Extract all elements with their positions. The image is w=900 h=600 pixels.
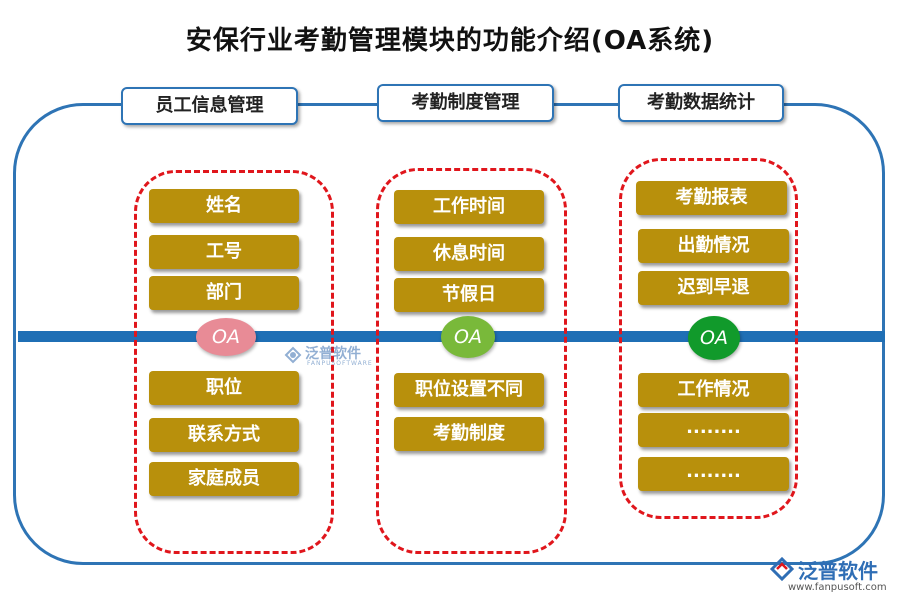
oa-badge-policy: OA [441, 316, 495, 358]
fanpu-logo-icon [284, 346, 302, 364]
item-attendance-status: 出勤情况 [638, 229, 789, 263]
fanpu-logo-icon [769, 556, 795, 582]
item-late-early-leave: 迟到早退 [638, 271, 789, 305]
group-employee-info [134, 170, 334, 554]
oa-badge-stats: OA [688, 316, 740, 360]
item-work-status: 工作情况 [638, 373, 789, 407]
item-ellipsis-1: ........ [638, 413, 789, 447]
item-attendance-policy: 考勤制度 [394, 417, 544, 451]
watermark-corner-name: 泛普软件 [798, 559, 878, 583]
header-attendance-stats: 考勤数据统计 [618, 84, 784, 122]
item-ellipsis-2: ........ [638, 457, 789, 491]
item-attendance-report: 考勤报表 [636, 181, 787, 215]
group-attendance-policy [376, 168, 567, 554]
item-contact: 联系方式 [149, 418, 299, 452]
item-department: 部门 [149, 276, 299, 310]
item-family-members: 家庭成员 [149, 462, 299, 496]
item-holidays: 节假日 [394, 278, 544, 312]
watermark-center-name: 泛普软件 [305, 346, 361, 362]
header-attendance-policy: 考勤制度管理 [377, 84, 554, 122]
item-rest-time: 休息时间 [394, 237, 544, 271]
watermark-corner: 泛普软件 www.fanpusoft.com [768, 554, 898, 600]
item-position: 职位 [149, 371, 299, 405]
watermark-center: 泛普软件 FANPUSOFTWARE [283, 343, 393, 373]
oa-badge-employee: OA [196, 318, 256, 356]
watermark-center-sub: FANPUSOFTWARE [307, 360, 373, 367]
item-position-settings: 职位设置不同 [394, 373, 544, 407]
diagram-title: 安保行业考勤管理模块的功能介绍(OA系统) [185, 26, 715, 56]
header-employee-info: 员工信息管理 [121, 87, 298, 125]
group-attendance-stats [619, 158, 798, 519]
watermark-corner-url: www.fanpusoft.com [788, 582, 887, 593]
item-name: 姓名 [149, 189, 299, 223]
item-work-time: 工作时间 [394, 190, 544, 224]
item-employee-id: 工号 [149, 235, 299, 269]
